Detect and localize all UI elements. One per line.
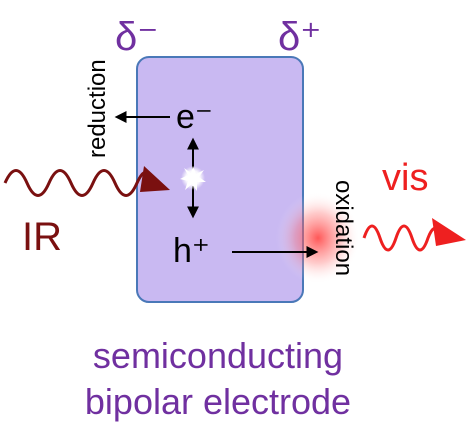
- electron-label: e⁻: [176, 98, 213, 136]
- vis-wave: [362, 224, 442, 252]
- vis-arrowhead: [432, 218, 466, 246]
- ir-arrowhead: [140, 166, 170, 192]
- caption-line-2: bipolar electrode: [85, 381, 351, 422]
- reduction-label: reduction: [84, 59, 111, 158]
- excitation-spark-icon: [180, 166, 206, 191]
- hole-label: h⁺: [173, 232, 210, 270]
- ir-label: IR: [22, 215, 62, 259]
- oxidation-label: oxidation: [330, 180, 357, 276]
- vis-label: vis: [382, 157, 428, 199]
- ir-wave: [3, 169, 154, 197]
- electrode-body: [136, 56, 304, 303]
- emission-glow: [276, 192, 360, 284]
- delta-minus-label: δ⁻: [115, 15, 158, 59]
- caption-line-1: semiconducting: [93, 335, 343, 376]
- delta-plus-label: δ⁺: [278, 15, 321, 59]
